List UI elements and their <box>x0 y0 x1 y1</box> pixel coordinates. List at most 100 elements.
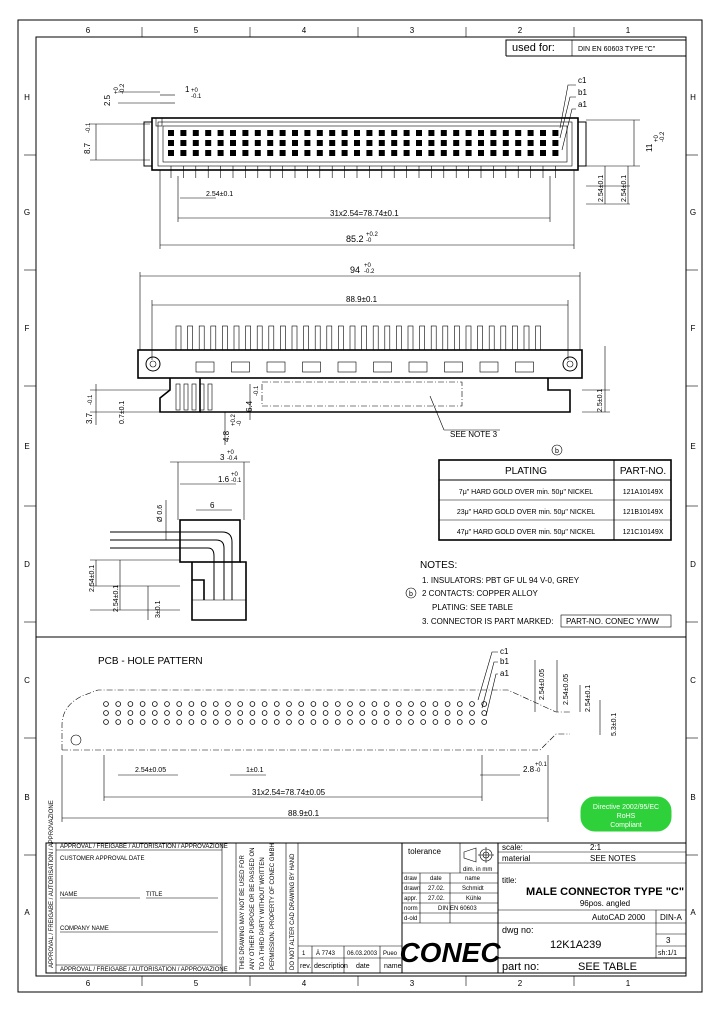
pcb-hole <box>103 719 109 725</box>
sheet-no: sh:1/1 <box>658 950 677 957</box>
pcb-title: PCB - HOLE PATTERN <box>98 656 203 667</box>
part-row-2: 121B10149X <box>623 509 664 516</box>
top-view-pin <box>453 150 460 156</box>
people-date-3: DIN EN 60603 <box>438 906 477 912</box>
used-for-box: used for: DIN EN 60603 TYPE "C" <box>505 39 686 57</box>
software: AutoCAD 2000 <box>592 913 646 922</box>
row-label-right: D <box>690 560 696 569</box>
top-view-pin <box>416 130 422 136</box>
dim-top-pitch-v2: 2.54±0.1 <box>621 175 628 202</box>
row-label-right: G <box>690 208 696 217</box>
top-view-pin <box>230 130 236 136</box>
dim-side-dia: Ø 0.6 <box>157 505 164 522</box>
disclaimer-2: ANY OTHER PURPOSE OR BE PASSED ON <box>250 848 256 970</box>
front-view-pin <box>430 325 437 351</box>
top-view-pin <box>378 140 385 146</box>
col-label-bottom: 1 <box>626 979 631 988</box>
conec-logo: CONEC <box>399 937 501 968</box>
pcb-hole <box>334 719 341 725</box>
pcb-hole <box>298 710 305 716</box>
pcb-hole <box>347 701 353 707</box>
front-view-pin <box>407 325 414 351</box>
people-name-0: name <box>465 876 481 882</box>
pcb-dim-pitch: 2.54±0.05 <box>135 767 166 774</box>
top-view-pin <box>254 140 261 146</box>
top-view-pin <box>391 130 398 136</box>
top-view-pin <box>552 140 559 146</box>
notes-title: NOTES: <box>420 560 457 571</box>
pcb-hole <box>152 701 158 707</box>
pcb-hole <box>444 719 451 725</box>
pcb-hole <box>103 710 109 716</box>
pcb-hole <box>225 710 231 716</box>
pcb-hole <box>176 701 183 707</box>
dim-front-total-tol: +0-0.2 <box>364 263 375 275</box>
col-label-top: 6 <box>86 26 91 35</box>
people-name-1: Schmidt <box>462 886 484 892</box>
front-view-slot <box>515 361 534 373</box>
front-view-legs <box>175 383 213 411</box>
front-view-pin <box>303 325 309 351</box>
rohs-badge-shape <box>580 796 672 832</box>
top-view-pin <box>453 140 460 146</box>
row-label-left: A <box>24 908 30 917</box>
top-view-pin <box>502 130 509 136</box>
front-view-pin <box>338 325 344 351</box>
pcb-hole <box>188 701 195 707</box>
front-view-pin <box>372 325 379 351</box>
title-block: APPROVAL / FREIGABE / AUTORISATION / APP… <box>45 800 687 974</box>
pcb-hole <box>213 710 219 716</box>
side-view-body <box>179 519 241 563</box>
dim-top-8-7: 8.7 <box>83 142 92 154</box>
pcb-hole <box>298 719 305 725</box>
pcb-hole <box>481 719 488 725</box>
row-label-right: B <box>690 793 695 802</box>
top-view-pin <box>192 130 199 136</box>
pcb-hole <box>103 701 109 707</box>
note-1: 1. INSULATORS: PBT GF UL 94 V-0, GREY <box>422 576 580 585</box>
pcb-hole <box>456 710 463 716</box>
pcb-hole <box>127 701 134 707</box>
pcb-hole <box>395 710 402 716</box>
rev-name: Pueo <box>383 951 398 957</box>
pcb-row-c1: c1 <box>500 647 509 656</box>
col-label-bottom: 5 <box>194 979 199 988</box>
top-view-pin <box>304 150 311 156</box>
pcb-outline <box>61 689 570 751</box>
front-view-pin <box>245 325 251 351</box>
top-view-pin <box>279 150 286 156</box>
col-label-top: 5 <box>194 26 199 35</box>
dim-front-span: 88.9±0.1 <box>346 295 378 304</box>
pcb-hole <box>139 701 146 707</box>
top-view-pin <box>527 140 534 146</box>
top-view-pin <box>267 130 274 136</box>
plating-header: PLATING <box>505 466 547 477</box>
pcb-row-b1: b1 <box>500 657 509 666</box>
note-3: 3. CONNECTOR IS PART MARKED: <box>422 617 553 626</box>
main-title: MALE CONNECTOR TYPE "C" <box>526 886 684 898</box>
pcb-hole <box>152 710 158 716</box>
top-view-pin <box>254 150 261 156</box>
dim-top-11: 11 <box>645 143 654 152</box>
top-view-pin <box>502 140 509 146</box>
front-view-pin <box>535 325 541 351</box>
front-view-slot <box>479 361 499 373</box>
front-view-slot <box>408 361 428 373</box>
top-view-pin <box>354 140 360 146</box>
pcb-hole <box>237 710 244 716</box>
note-2: 2 CONTACTS: COPPER ALLOY <box>422 589 539 598</box>
format: DIN-A <box>660 913 682 922</box>
top-view-pin <box>490 150 497 156</box>
dim-front-4-8-tol: +0.2-0 <box>231 413 243 426</box>
dim-top-pitch: 2.54±0.1 <box>206 191 233 198</box>
row-label-right: A <box>690 908 696 917</box>
top-view-pin <box>478 130 484 136</box>
top-view-pin <box>292 150 298 156</box>
disclaimer-3: TO A THIRD PARTY WITHOUT WRITTEN <box>260 857 266 970</box>
col-label-bottom: 6 <box>86 979 91 988</box>
front-view-pin <box>268 325 275 351</box>
front-view-slot <box>195 361 215 373</box>
people-name-2: Kühle <box>466 896 482 902</box>
top-view-pin <box>440 150 447 156</box>
pcb-hole <box>249 701 256 707</box>
